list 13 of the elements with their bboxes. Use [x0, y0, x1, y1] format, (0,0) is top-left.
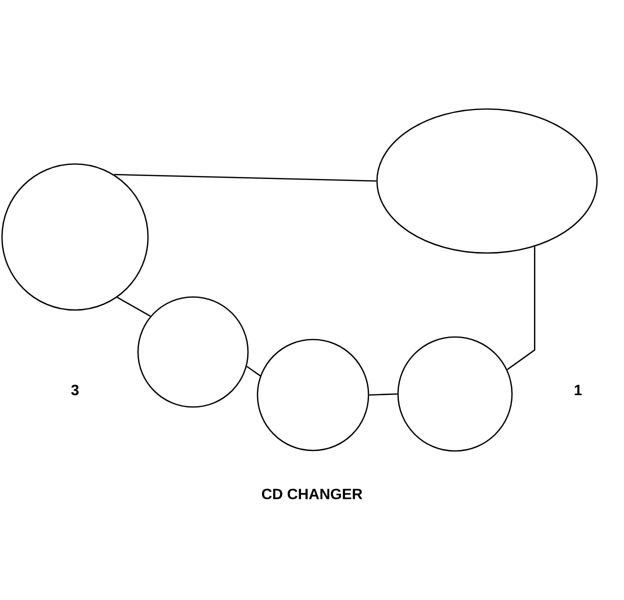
connector-line	[114, 174, 376, 182]
circle-shape	[137, 296, 249, 408]
label: 1	[574, 384, 582, 396]
connector-line	[246, 366, 261, 376]
circle-shape	[397, 336, 513, 452]
label: 3	[71, 384, 79, 396]
circle-shape	[1, 163, 149, 311]
connector-line	[116, 296, 151, 317]
ellipse-shape	[376, 108, 598, 254]
circle-shape	[256, 338, 370, 452]
connector-line	[369, 393, 398, 396]
connector-line	[506, 246, 536, 370]
label: CD CHANGER	[262, 488, 362, 500]
